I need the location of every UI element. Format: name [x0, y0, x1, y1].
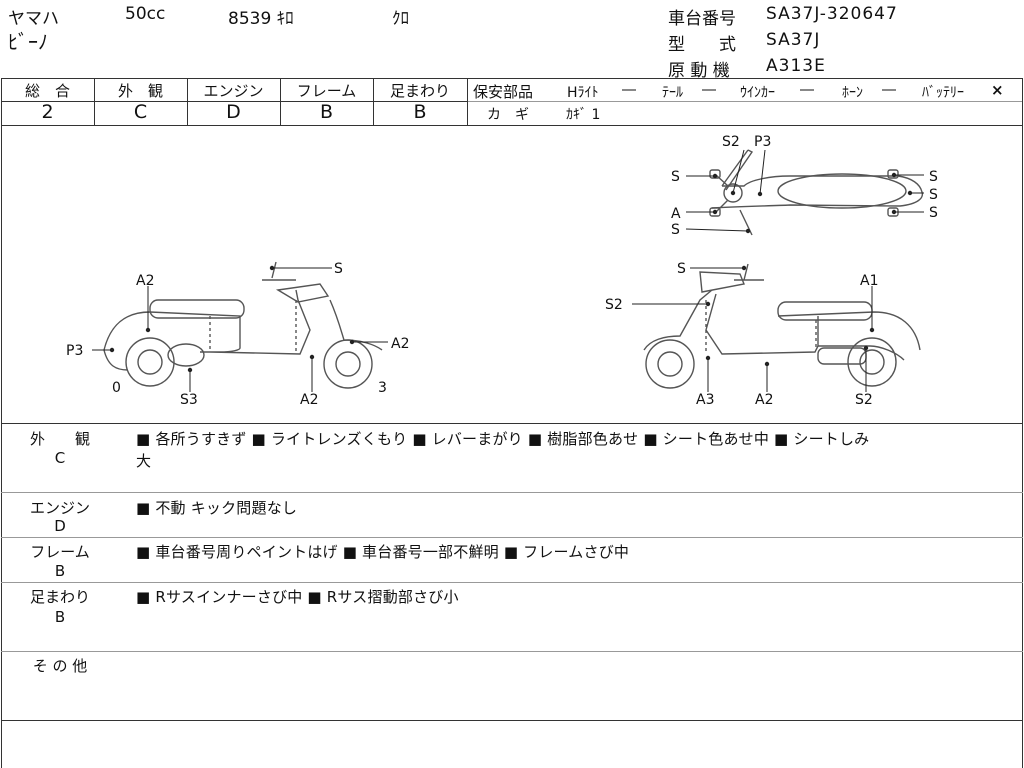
grid-line — [373, 78, 374, 125]
grid-line — [1, 720, 1023, 721]
grid-line — [467, 78, 468, 125]
displacement: 50cc — [125, 4, 166, 24]
label-right-a3: A3 — [696, 392, 714, 408]
label-top-s2: S2 — [722, 134, 740, 150]
remarks-exterior-grade: C — [54, 449, 66, 467]
engine-model-label: 原 動 機 — [668, 61, 730, 81]
label-left-a2-right: A2 — [391, 336, 409, 352]
winker-status: ― — [800, 82, 814, 98]
label-left-a2-top: A2 — [136, 273, 154, 289]
grid-line — [280, 78, 281, 125]
label-top-s-right3: S — [929, 205, 938, 221]
engine-label: エンジン — [203, 82, 264, 100]
label-top-s-left2: S — [671, 222, 680, 238]
battery-status: × — [991, 81, 1004, 99]
overall-label: 総 合 — [24, 82, 70, 100]
label-top-p3: P3 — [754, 134, 771, 150]
remarks-engine-label: エンジン — [29, 499, 90, 517]
remarks-other-label: そ の 他 — [32, 657, 88, 675]
suspension-label: 足まわり — [389, 82, 450, 100]
type-value: SA37J — [766, 30, 821, 50]
key-count: ｶｷﾞ 1 — [566, 107, 601, 123]
label-left-p3: P3 — [66, 343, 83, 359]
label-left-three: 3 — [378, 380, 387, 396]
label-left-s: S — [334, 261, 343, 277]
battery-label: ﾊﾞｯﾃﾘｰ — [922, 85, 964, 101]
label-left-a2-bottom: A2 — [300, 392, 318, 408]
horn-label: ﾎｰﾝ — [842, 85, 863, 101]
label-right-s2-bottom: S2 — [855, 392, 873, 408]
color: ｸﾛ — [392, 9, 409, 29]
label-left-zero: 0 — [112, 380, 121, 396]
engine-grade: D — [226, 101, 241, 123]
damage-diagram: S2 P3 S A S S S S S A2 P3 0 S3 A2 3 A2 S… — [66, 134, 938, 408]
frame-label: フレーム — [296, 82, 357, 100]
model-name: ﾋﾞｰﾉ — [8, 30, 48, 54]
scooter-left-view — [103, 261, 383, 389]
headlight-status: ― — [622, 82, 636, 98]
label-top-s-right1: S — [929, 169, 938, 185]
grid-line — [1, 582, 1023, 583]
winker-label: ｳｲﾝｶｰ — [740, 85, 775, 101]
grid-line — [1, 651, 1023, 652]
remarks-exterior-text: ■ 各所うすきず ■ ライトレンズくもり ■ レバーまがり ■ 樹脂部色あせ ■… — [136, 430, 870, 448]
suspension-grade: B — [413, 101, 427, 123]
scooter-top-view — [709, 149, 924, 236]
tail-label: ﾃｰﾙ — [662, 85, 683, 101]
grid-line — [1, 125, 1023, 126]
tail-status: ― — [702, 82, 716, 98]
remarks-frame-text: ■ 車台番号周りペイントはげ ■ 車台番号一部不鮮明 ■ フレームさび中 — [136, 543, 630, 561]
grid-line — [94, 78, 95, 125]
grid-line — [1, 537, 1023, 538]
remarks-engine-grade: D — [54, 517, 66, 535]
remarks-frame-label: フレーム — [30, 543, 90, 561]
remarks-frame-grade: B — [54, 562, 66, 580]
remarks-exterior-text-cont: 大 — [136, 452, 152, 470]
frame-grade: B — [319, 101, 334, 123]
remarks-suspension-grade: B — [54, 608, 66, 626]
grid-line — [1, 423, 1023, 424]
engine-model: A313E — [766, 56, 826, 76]
label-top-s-left1: S — [671, 169, 680, 185]
safety-label: 保安部品 — [473, 83, 534, 101]
label-left-s3: S3 — [180, 392, 198, 408]
label-right-s: S — [677, 261, 686, 277]
label-top-a-left: A — [671, 206, 681, 222]
frame-number: SA37J-320647 — [766, 4, 898, 24]
remarks-engine-text: ■ 不動 キック問題なし — [136, 499, 298, 517]
headlight-label: Hﾗｲﾄ — [567, 85, 599, 101]
label-right-s2-left: S2 — [605, 297, 623, 313]
maker-name: ヤマハ — [8, 9, 59, 29]
remarks-suspension-text: ■ Rサスインナーさび中 ■ Rサス摺動部さび小 — [136, 588, 459, 606]
grid-line — [1, 101, 467, 102]
label-right-a1: A1 — [860, 273, 878, 289]
mileage: 8539 ｷﾛ — [228, 9, 294, 29]
horn-status: ― — [882, 82, 896, 98]
remarks-suspension-label: 足まわり — [29, 588, 90, 606]
grid-line — [187, 78, 188, 125]
exterior-grade: C — [133, 101, 148, 123]
key-label: カ ギ — [487, 107, 529, 123]
frame-number-label: 車台番号 — [668, 9, 736, 29]
label-right-a2: A2 — [755, 392, 773, 408]
scooter-right-view — [643, 263, 921, 389]
label-top-s-right2: S — [929, 187, 938, 203]
grid-line — [1, 78, 1023, 79]
exterior-label: 外 観 — [117, 82, 163, 100]
overall-grade: 2 — [41, 101, 54, 123]
grid-line — [467, 101, 1022, 102]
type-label: 型 式 — [668, 35, 736, 55]
remarks-exterior-label: 外 観 — [29, 430, 90, 448]
grid-line — [1, 492, 1023, 493]
